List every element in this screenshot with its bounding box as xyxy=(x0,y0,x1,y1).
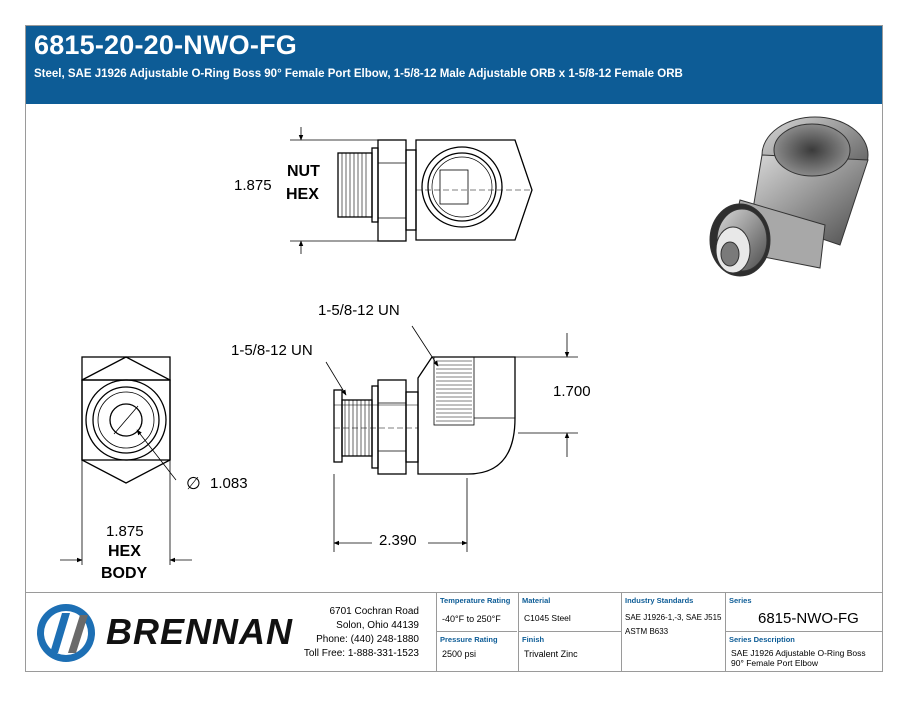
nut-label: NUT xyxy=(287,163,320,180)
height-dimension: 1.700 xyxy=(553,383,591,400)
temperature-cell: Temperature Rating -40°F to 250°F Pressu… xyxy=(436,593,517,672)
side-view xyxy=(325,325,578,552)
bore-dimension: 1.083 xyxy=(210,475,248,492)
fitting-3d-render xyxy=(709,116,869,277)
female-thread-label: 1-5/8-12 UN xyxy=(318,302,400,319)
material-cell: Material C1045 Steel Finish Trivalent Zi… xyxy=(518,593,622,672)
hex-label: HEX xyxy=(286,186,319,203)
hex-body-dimension: 1.875 xyxy=(106,523,144,540)
series-value: 6815-NWO-FG xyxy=(758,610,859,627)
male-thread-label: 1-5/8-12 UN xyxy=(231,342,313,359)
drawing-frame xyxy=(25,25,883,672)
top-view xyxy=(290,127,533,254)
nut-hex-dimension: 1.875 xyxy=(234,177,272,194)
end-view xyxy=(60,356,192,565)
series-cell: Series 6815-NWO-FG Series Description SA… xyxy=(725,593,883,672)
part-number-title: 6815-20-20-NWO-FG xyxy=(34,30,297,60)
hex-body-label-hex: HEX xyxy=(108,543,141,560)
title-header: 6815-20-20-NWO-FG Steel, SAE J1926 Adjus… xyxy=(26,26,882,104)
diameter-symbol: ∅ xyxy=(186,474,201,493)
company-address: 6701 Cochran Road Solon, Ohio 44139 Phon… xyxy=(303,606,419,659)
title-block: BRENNAN 6701 Cochran Road Solon, Ohio 44… xyxy=(26,592,883,672)
part-description: Steel, SAE J1926 Adjustable O-Ring Boss … xyxy=(34,68,683,80)
hex-body-label-body: BODY xyxy=(101,565,148,582)
length-dimension: 2.390 xyxy=(379,532,417,549)
brennan-logo-icon xyxy=(37,604,95,662)
brennan-wordmark: BRENNAN xyxy=(106,611,293,652)
standards-cell: Industry Standards SAE J1926-1,-3, SAE J… xyxy=(621,593,726,672)
